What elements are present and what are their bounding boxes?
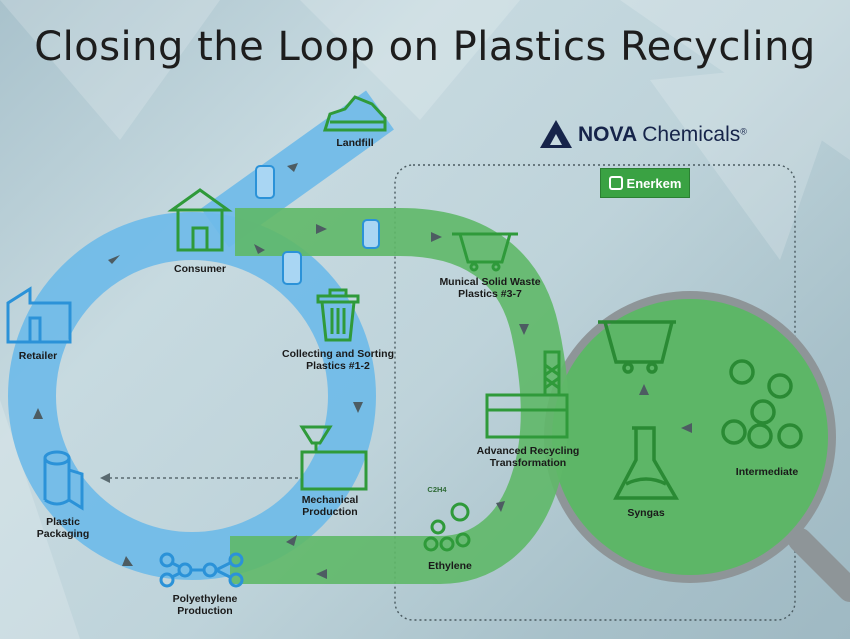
house-icon: [167, 188, 233, 252]
label-mechanical-line1: Mechanical: [301, 494, 359, 506]
label-polyethylene-line2: Production: [177, 605, 233, 617]
label-collecting-sorting: Collecting and Sorting Plastics #1-2: [268, 348, 408, 372]
label-msw-line1: Munical Solid Waste: [439, 276, 541, 288]
magnifier-handle: [788, 528, 850, 602]
label-landfill: Landfill: [336, 137, 374, 149]
ethylene-molecule-icon: [423, 502, 471, 552]
intermediate-spheres-icon: [721, 359, 803, 449]
enerkem-label: Enerkem: [626, 175, 682, 191]
label-advanced-recycling: Advanced Recycling Transformation: [466, 445, 590, 469]
nova-logo-mark: [540, 120, 572, 148]
nova-logo-bold: NOVA: [578, 123, 638, 146]
nova-logo-regular: Chemicals: [642, 123, 741, 146]
nova-logo-reg-mark: ®: [740, 126, 747, 137]
magnifier-lens: [552, 299, 828, 575]
enerkem-logo: Enerkem: [600, 168, 690, 198]
plastic-roll-icon: [43, 450, 84, 511]
store-icon: [6, 286, 72, 344]
label-msw-plastics: Munical Solid Waste Plastics #3-7: [430, 276, 550, 300]
label-mechanical-line2: Production: [302, 506, 358, 518]
landfill-icon: [322, 95, 387, 132]
label-plastic-packaging: Plastic Packaging: [30, 516, 96, 540]
mechanical-production-icon: [299, 425, 368, 491]
label-plastic-line2: Packaging: [36, 528, 90, 540]
label-advanced-line1: Advanced Recycling: [476, 445, 580, 457]
bottle-icon-green-band: [362, 219, 380, 249]
label-ethylene: Ethylene: [428, 560, 472, 572]
bottle-icon-consumer: [282, 251, 302, 285]
label-polyethylene-production: Polyethylene Production: [160, 593, 250, 617]
label-msw-line2: Plastics #3-7: [458, 288, 522, 300]
polyethylene-molecule-icon: [159, 552, 244, 588]
advanced-recycling-icon: [485, 350, 569, 439]
label-consumer: Consumer: [174, 263, 226, 275]
label-plastic-line1: Plastic: [46, 516, 80, 528]
label-advanced-line2: Transformation: [489, 457, 567, 469]
flow-arrows: [33, 163, 692, 579]
label-intermediate: Intermediate: [735, 466, 799, 478]
label-syngas: Syngas: [627, 507, 665, 519]
label-collecting-line2: Plastics #1-2: [306, 360, 370, 372]
trash-can-icon: [316, 288, 360, 342]
label-mechanical-production: Mechanical Production: [290, 494, 370, 518]
syngas-flask-icon: [613, 426, 680, 500]
label-polyethylene-line1: Polyethylene: [172, 593, 238, 605]
msw-bin-icon: [452, 232, 518, 272]
enerkem-icon: [608, 176, 623, 190]
label-ethylene-formula: C2H4: [427, 485, 447, 494]
label-retailer: Retailer: [18, 350, 58, 362]
bottle-icon-landfill: [255, 165, 275, 199]
magnifier-bin-icon: [598, 320, 676, 374]
nova-chemicals-logo: NOVA Chemicals®: [540, 118, 760, 152]
diagram-title: Closing the Loop on Plastics Recycling: [34, 24, 816, 70]
label-collecting-line1: Collecting and Sorting: [282, 348, 394, 360]
